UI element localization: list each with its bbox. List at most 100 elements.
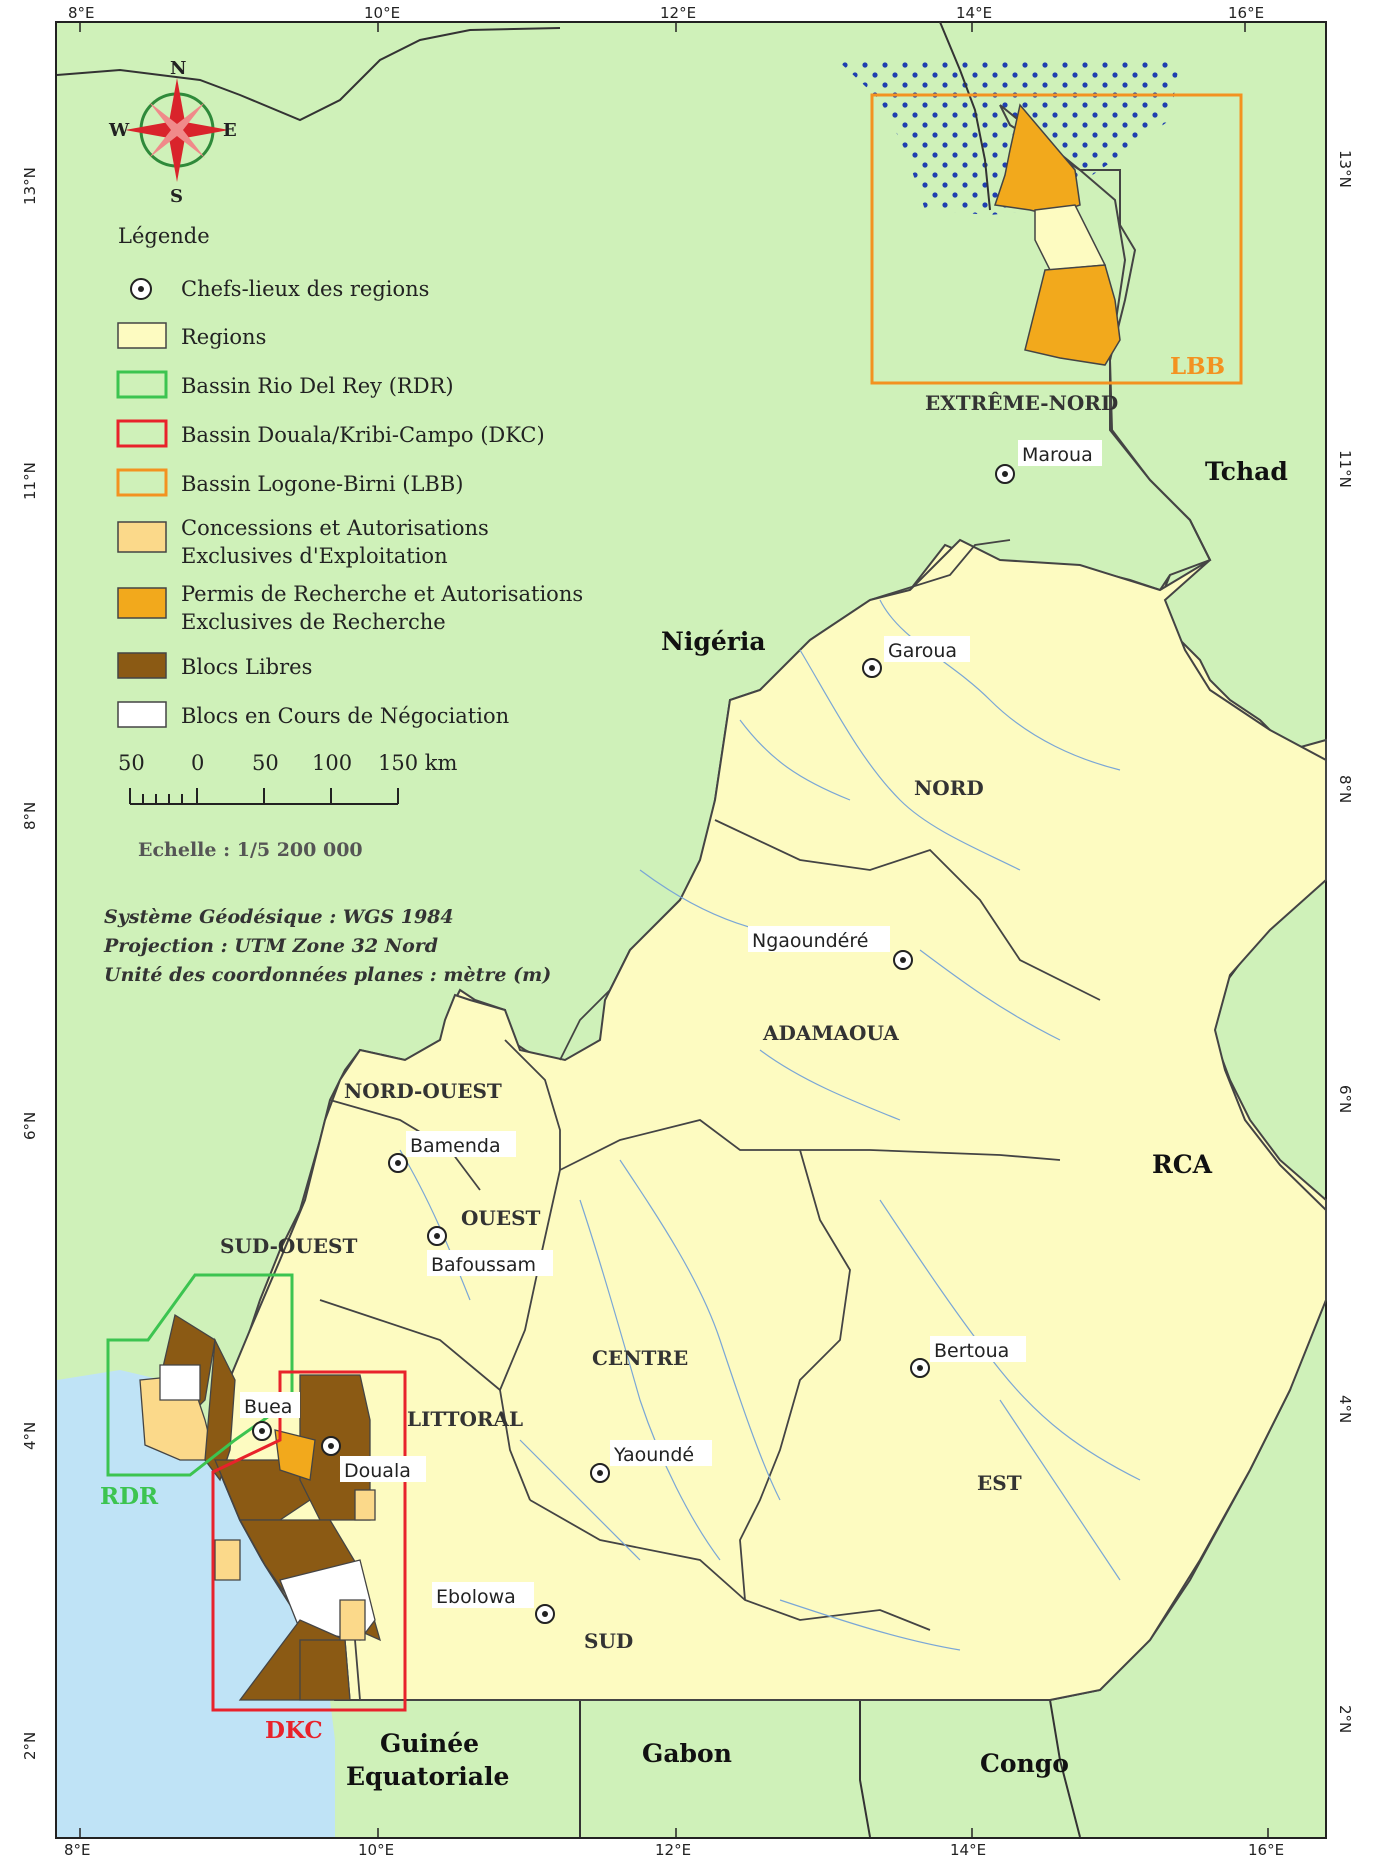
basin-dkc-outline: [211, 1370, 407, 1712]
info-line: Système Géodésique : WGS 1984: [104, 906, 454, 928]
lat-tick-label: 8°N: [1336, 775, 1354, 803]
legend-label: Concessions et Autorisations: [181, 516, 489, 540]
lon-tick-label: 8°E: [68, 4, 95, 22]
compass-e: E: [223, 120, 237, 141]
legend-item-lbb: Bassin Logone-Birni (LBB): [116, 468, 463, 497]
city-bafoussam: Bafoussam: [427, 1226, 553, 1276]
lbb-permit-block-south: [1024, 264, 1121, 366]
region-label: EXTRÊME-NORD: [925, 391, 1118, 415]
city-bertoua: Bertoua: [910, 1336, 1026, 1378]
legend-item-negociation: Blocs en Cours de Négociation: [117, 701, 509, 728]
legend-item-regions: Regions: [117, 322, 266, 349]
region-label: EST: [977, 1471, 1022, 1495]
city-buea: Buea: [240, 1392, 300, 1441]
legend-label-line2: Exclusives d'Exploitation: [181, 544, 448, 568]
lbb-permit-block-north: [994, 103, 1081, 216]
basin-lbb-label: LBB: [1170, 353, 1225, 380]
info-line: Projection : UTM Zone 32 Nord: [103, 935, 438, 957]
compass-rose-icon: N S E W: [108, 58, 237, 207]
compass-w: W: [108, 120, 130, 141]
lat-tick-label: 8°N: [21, 802, 39, 830]
lat-tick-label: 11°N: [1336, 450, 1354, 488]
scale-tick: 100: [312, 751, 352, 775]
lon-ticks-bottom: 8°E 10°E 12°E 14°E 16°E: [64, 1841, 1284, 1859]
city-label: Buea: [244, 1396, 292, 1418]
legend-label-line2: Exclusives de Recherche: [181, 610, 446, 634]
country-labels: Tchad Nigéria RCA Guinée Equatoriale Gab…: [346, 457, 1288, 1791]
legend-item-rdr: Bassin Rio Del Rey (RDR): [116, 370, 454, 399]
region-label: ADAMAOUA: [762, 1021, 899, 1045]
sea-area: [57, 1370, 335, 1837]
city-label: Garoua: [888, 640, 957, 662]
legend-label: Bassin Douala/Kribi-Campo (DKC): [181, 423, 545, 447]
country-label: Equatoriale: [346, 1762, 509, 1791]
lat-tick-label: 4°N: [1336, 1395, 1354, 1423]
scale-tick: 150 km: [378, 751, 457, 775]
lat-tick-label: 2°N: [21, 1732, 39, 1760]
city-label: Ebolowa: [436, 1586, 516, 1608]
legend-item-chef-lieu: Chefs-lieux des regions: [130, 277, 429, 301]
lon-tick-label: 8°E: [64, 1841, 91, 1859]
city-yaounde: Yaoundé: [590, 1440, 712, 1483]
lat-tick-label: 11°N: [21, 462, 39, 500]
scale-tick: 50: [252, 751, 279, 775]
country-label: Gabon: [642, 1739, 732, 1768]
lat-tick-label: 13°N: [1336, 150, 1354, 188]
basin-dkc-label: DKC: [265, 1717, 323, 1744]
country-label: Tchad: [1205, 457, 1288, 486]
lat-tick-label: 6°N: [1336, 1085, 1354, 1113]
lat-tick-label: 6°N: [21, 1112, 39, 1140]
region-labels: EXTRÊME-NORD NORD ADAMAOUA NORD-OUEST OU…: [220, 391, 1118, 1653]
region-label: SUD: [584, 1629, 633, 1653]
city-label: Ngaoundéré: [752, 930, 868, 952]
basin-lbb-outline: [870, 93, 1243, 385]
legend-item-dkc: Bassin Douala/Kribi-Campo (DKC): [116, 419, 545, 448]
compass-s: S: [170, 186, 183, 207]
legend-label: Blocs Libres: [181, 655, 312, 679]
cameroon-body: [213, 104, 1327, 1701]
compass-n: N: [170, 58, 186, 79]
scale-tick: 0: [191, 751, 204, 775]
region-label: CENTRE: [592, 1346, 688, 1370]
region-label: OUEST: [461, 1206, 541, 1230]
basin-rdr-label: RDR: [100, 1483, 159, 1510]
lon-tick-label: 16°E: [1248, 1841, 1284, 1859]
scale-bar: 50 0 50 100 150 km Echelle : 1/5 200 000: [118, 751, 457, 861]
city-label: Bamenda: [410, 1135, 501, 1157]
cities: Maroua Garoua Ngaoundéré Bamenda Bafouss…: [240, 440, 1102, 1624]
lon-ticks-top: 8°E 10°E 12°E 14°E 16°E: [68, 4, 1264, 22]
city-label: Bafoussam: [431, 1254, 536, 1276]
legend-label: Blocs en Cours de Négociation: [181, 704, 509, 728]
city-ebolowa: Ebolowa: [432, 1582, 555, 1624]
projection-info: Système Géodésique : WGS 1984 Projection…: [103, 906, 551, 986]
legend-label: Permis de Recherche et Autorisations: [181, 582, 583, 606]
region-label: LITTORAL: [407, 1407, 523, 1431]
legend-item-concessions: Concessions et Autorisations Exclusives …: [117, 516, 489, 568]
lat-tick-label: 13°N: [21, 167, 39, 205]
lake-chad-dots: [835, 58, 1180, 215]
legend-title: Légende: [118, 224, 210, 248]
lon-tick-label: 14°E: [956, 4, 992, 22]
city-ngaoundere: Ngaoundéré: [748, 926, 913, 970]
scale-tick: 50: [118, 751, 145, 775]
region-label: NORD: [914, 776, 984, 800]
legend-label: Chefs-lieux des regions: [181, 277, 429, 301]
city-maroua: Maroua: [995, 440, 1102, 484]
country-label: Guinée: [380, 1729, 479, 1758]
lon-tick-label: 12°E: [655, 1841, 691, 1859]
country-label: Nigéria: [661, 627, 766, 656]
legend-item-blocs-libres: Blocs Libres: [117, 652, 312, 679]
lat-tick-label: 2°N: [1336, 1705, 1354, 1733]
city-label: Bertoua: [934, 1340, 1009, 1362]
lon-tick-label: 12°E: [660, 4, 696, 22]
legend-item-permis: Permis de Recherche et Autorisations Exc…: [117, 582, 583, 634]
lon-tick-label: 14°E: [950, 1841, 986, 1859]
city-label: Douala: [344, 1460, 411, 1482]
info-line: Unité des coordonnées planes : mètre (m): [104, 964, 551, 986]
region-label: NORD-OUEST: [344, 1079, 502, 1103]
legend-label: Regions: [181, 325, 266, 349]
lon-tick-label: 16°E: [1228, 4, 1264, 22]
lat-ticks-left: 13°N 11°N 8°N 6°N 4°N 2°N: [21, 167, 39, 1760]
scale-label: Echelle : 1/5 200 000: [138, 839, 363, 861]
